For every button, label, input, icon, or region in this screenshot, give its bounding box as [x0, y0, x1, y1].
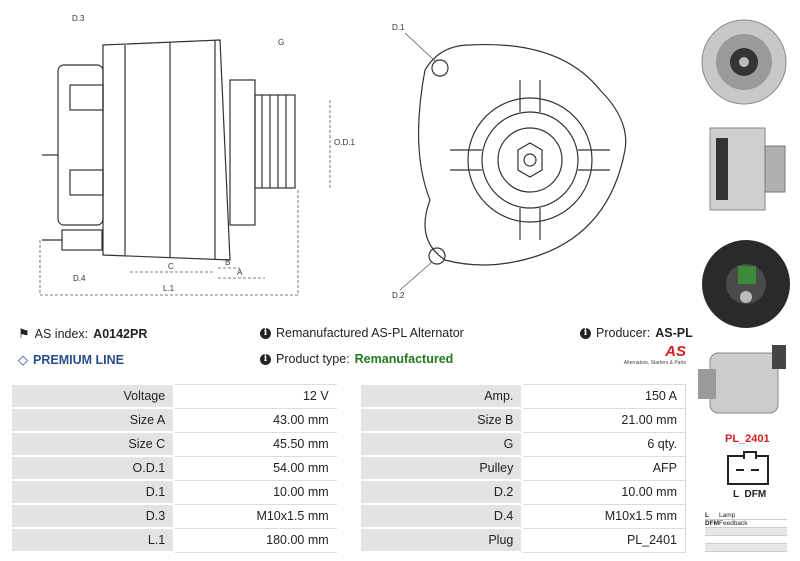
brand-logo: AS Alternators, Starters & Parts — [623, 343, 686, 367]
pulley — [254, 94, 296, 189]
spec-value: 12 V — [173, 383, 339, 409]
label-d4: D.4 — [73, 274, 86, 283]
spec-label: Size B — [358, 407, 524, 433]
label-b: B — [225, 258, 230, 267]
housing-body — [102, 39, 231, 261]
spec-label: Voltage — [9, 383, 176, 409]
spec-label: O.D.1 — [9, 455, 176, 481]
description: i Remanufactured AS-PL Alternator — [260, 326, 464, 340]
spec-label: Amp. — [358, 383, 524, 409]
technical-drawing: D.3 G O.D.1 D.4 C B A L.1 D.1 D.2 — [39, 14, 627, 300]
label-d3: D.3 — [72, 14, 85, 23]
plug-diagram — [727, 451, 769, 485]
spec-label: G — [358, 431, 524, 457]
spec-value: 43.00 mm — [173, 407, 339, 433]
label-g: G — [278, 38, 284, 47]
housing-rear — [57, 64, 104, 226]
as-index: ⚑ AS index: A0142PR — [18, 326, 148, 341]
spec-label: Plug — [358, 527, 524, 553]
info-icon: i — [260, 327, 271, 339]
producer: i Producer: AS-PL — [580, 326, 693, 340]
info-icon: i — [580, 327, 591, 339]
as-index-value: A0142PR — [93, 327, 148, 341]
label-od1: O.D.1 — [334, 138, 355, 147]
photo-rear[interactable] — [698, 222, 790, 337]
product-type: i Product type: Remanufactured — [260, 352, 453, 366]
plug-pins: L DFM — [733, 489, 767, 500]
mount-hole-d2 — [428, 247, 446, 265]
spec-label: D.2 — [358, 479, 524, 505]
spec-label: L.1 — [9, 527, 176, 553]
spec-label: D.1 — [9, 479, 176, 505]
shaft-nut — [517, 142, 543, 178]
spec-value: 54.00 mm — [173, 455, 339, 481]
label-c: C — [168, 262, 174, 271]
spec-value: 10.00 mm — [521, 479, 687, 505]
label-d1: D.1 — [392, 23, 405, 32]
diamond-icon: ◇ — [18, 352, 28, 367]
spec-value: M10x1.5 mm — [173, 503, 339, 529]
spec-label: D.4 — [358, 503, 524, 529]
front-housing — [417, 43, 627, 266]
photo-front[interactable] — [698, 4, 790, 114]
spec-label: Size A — [9, 407, 176, 433]
mount-hole-d1 — [431, 59, 449, 77]
spec-value: 6 qty. — [521, 431, 687, 457]
spec-value: 150 A — [521, 383, 687, 409]
info-icon: i — [260, 353, 271, 365]
spec-value: PL_2401 — [521, 527, 687, 553]
spec-value: 180.00 mm — [173, 527, 339, 553]
spec-value: 10.00 mm — [173, 479, 339, 505]
plug-name: PL_2401 — [725, 433, 770, 445]
label-l1: L.1 — [163, 284, 175, 293]
spec-label: Pulley — [358, 455, 524, 481]
spec-value: 21.00 mm — [521, 407, 687, 433]
label-d2: D.2 — [392, 291, 405, 300]
premium-line: ◇ PREMIUM LINE — [18, 352, 124, 367]
spec-value: M10x1.5 mm — [521, 503, 687, 529]
spec-label: Size C — [9, 431, 176, 457]
photo-angle[interactable] — [698, 341, 790, 426]
label-a: A — [237, 268, 243, 277]
spec-value: 45.50 mm — [173, 431, 339, 457]
spec-label: D.3 — [9, 503, 176, 529]
tag-icon: ⚑ — [18, 326, 30, 341]
photo-side[interactable] — [698, 118, 790, 218]
spec-value: AFP — [521, 455, 687, 481]
